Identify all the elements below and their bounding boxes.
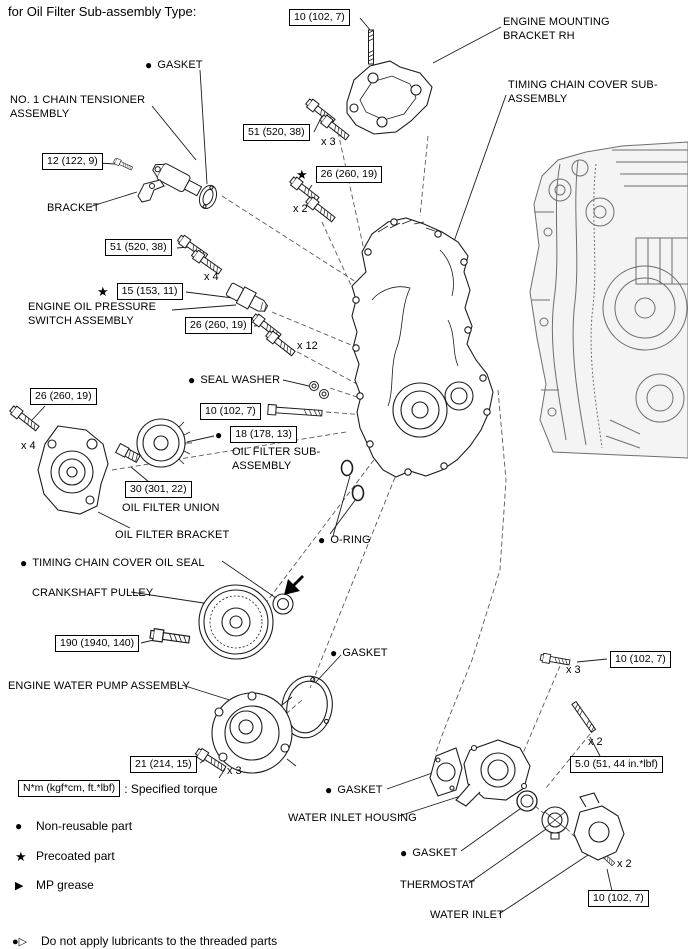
legend-no-lubricants: ●▷ Do not apply lubricants to the thread… — [12, 934, 278, 948]
legend-torque-box: N*m (kgf*cm, ft.*lbf) — [18, 780, 121, 797]
precoated-star-icon: ★ — [15, 848, 27, 864]
water-inlet-art — [573, 792, 625, 861]
label-oil-pressure-switch: ENGINE OIL PRESSURE SWITCH ASSEMBLY — [28, 301, 157, 328]
torque-spec-precoated-26: ★26 (260, 19) — [296, 166, 383, 183]
label-oil-filter-union: OIL FILTER UNION — [122, 502, 220, 514]
torque-spec-10-mid: 10 (102, 7) — [200, 403, 261, 420]
non-reusable-dot-icon: ● — [325, 783, 333, 797]
label-gasket-housing: ●GASKET — [325, 783, 383, 797]
torque-spec-bracket-bolts: 51 (520, 38) — [243, 124, 310, 141]
legend-specified-torque: N*m (kgf*cm, ft.*lbf) : Specified torque — [18, 780, 218, 797]
non-reusable-dot-icon: ● — [15, 819, 23, 833]
label-water-inlet: WATER INLET — [430, 909, 504, 921]
quantity-label: x 4 — [21, 440, 36, 452]
label-water-inlet-housing: WATER INLET HOUSING — [288, 812, 417, 824]
quantity-label: x 4 — [204, 271, 219, 283]
non-reusable-dot-icon: ● — [330, 646, 338, 660]
non-reusable-dot-icon: ● — [145, 58, 153, 72]
page-title: for Oil Filter Sub-assembly Type: — [8, 4, 197, 19]
water-pump-art — [211, 691, 297, 779]
label-engine-mounting-bracket: ENGINE MOUNTING BRACKET RH — [503, 16, 610, 43]
torque-spec-stud: 10 (102, 7) — [289, 9, 350, 26]
water-inlet-housing-art — [429, 739, 531, 807]
seal-washer-art — [309, 381, 329, 399]
non-reusable-dot-icon: ● — [400, 846, 408, 860]
legend-non-reusable: ● Non-reusable part — [15, 819, 133, 833]
oil-filter-union-art — [114, 442, 141, 464]
mp-grease-arrow-art — [284, 575, 304, 595]
label-thermostat: THERMOSTAT — [400, 879, 476, 891]
label-water-pump: ENGINE WATER PUMP ASSEMBLY — [8, 680, 190, 692]
legend-mp-grease: ▶ MP grease — [15, 878, 94, 892]
torque-spec-tensioner-bracket: 12 (122, 9) — [42, 153, 103, 170]
torque-spec-water-pump: 21 (214, 15) — [130, 756, 197, 773]
torque-spec-oil-pressure-switch: ★15 (153, 11) — [97, 283, 183, 300]
tensioner-gasket-art — [198, 184, 218, 210]
legend-precoated: ★ Precoated part — [15, 848, 115, 864]
label-oil-filter-bracket: OIL FILTER BRACKET — [115, 529, 230, 541]
non-reusable-dot-icon: ● — [215, 427, 223, 442]
quantity-label: x 12 — [297, 340, 318, 352]
torque-spec-26-x12: 26 (260, 19) — [185, 317, 252, 334]
label-timing-cover-oil-seal: ●TIMING CHAIN COVER OIL SEAL — [20, 556, 205, 570]
label-gasket-water-pump: ●GASKET — [330, 646, 388, 660]
oil-filter-art — [136, 418, 192, 468]
chain-tensioner-art — [152, 163, 203, 197]
engine-block-art — [529, 141, 688, 459]
oil-filter-bracket-art — [37, 425, 109, 515]
water-pump-gasket-art — [281, 675, 333, 739]
quantity-label: x 2 — [588, 736, 603, 748]
torque-spec-26-x4: 26 (260, 19) — [30, 388, 97, 405]
oil-pressure-switch-art — [225, 282, 269, 313]
torque-spec-51-x4: 51 (520, 38) — [105, 239, 172, 256]
no-lubricant-icon: ●▷ — [12, 935, 28, 948]
thermostat-art — [541, 806, 569, 840]
non-reusable-dot-icon: ● — [188, 373, 196, 387]
label-chain-tensioner: NO. 1 CHAIN TENSIONER ASSEMBLY — [10, 94, 146, 121]
engine-mounting-bracket-art — [346, 60, 433, 135]
quantity-label: x 2 — [293, 203, 308, 215]
label-bracket: BRACKET — [47, 202, 100, 214]
torque-spec-stud-5: 5.0 (51, 44 in.*lbf) — [570, 756, 663, 773]
label-oil-filter-sub-assembly: OIL FILTER SUB-ASSEMBLY — [232, 446, 321, 473]
precoated-star-icon: ★ — [296, 167, 308, 182]
quantity-label: x 3 — [321, 136, 336, 148]
quantity-label: x 2 — [617, 858, 632, 870]
timing-chain-cover-art — [351, 217, 494, 478]
torque-spec-water-inlet: 10 (102, 7) — [588, 890, 649, 907]
non-reusable-dot-icon: ● — [20, 556, 28, 570]
torque-spec-union: 30 (301, 22) — [125, 481, 192, 498]
label-crankshaft-pulley: CRANKSHAFT PULLEY — [32, 587, 154, 599]
non-reusable-dot-icon: ● — [318, 533, 326, 547]
torque-spec-10-x3: 10 (102, 7) — [610, 651, 671, 668]
label-timing-chain-cover: TIMING CHAIN COVER SUB-ASSEMBLY — [508, 79, 658, 106]
label-gasket-top: ●GASKET — [145, 58, 203, 72]
label-o-ring: ●O-RING — [318, 533, 371, 547]
crankshaft-pulley-art — [198, 584, 274, 660]
quantity-label: x 3 — [227, 765, 242, 777]
label-gasket-thermostat: ●GASKET — [400, 846, 458, 860]
torque-spec-oil-filter: ●18 (178, 13) — [215, 426, 297, 443]
quantity-label: x 3 — [566, 664, 581, 676]
precoated-star-icon: ★ — [97, 284, 109, 299]
label-seal-washer: ●SEAL WASHER — [188, 373, 281, 387]
legend-torque-desc: : Specified torque — [124, 781, 218, 796]
mp-grease-icon: ▶ — [15, 879, 24, 892]
torque-spec-pulley: 190 (1940, 140) — [55, 635, 140, 652]
bracket-art — [137, 179, 165, 203]
